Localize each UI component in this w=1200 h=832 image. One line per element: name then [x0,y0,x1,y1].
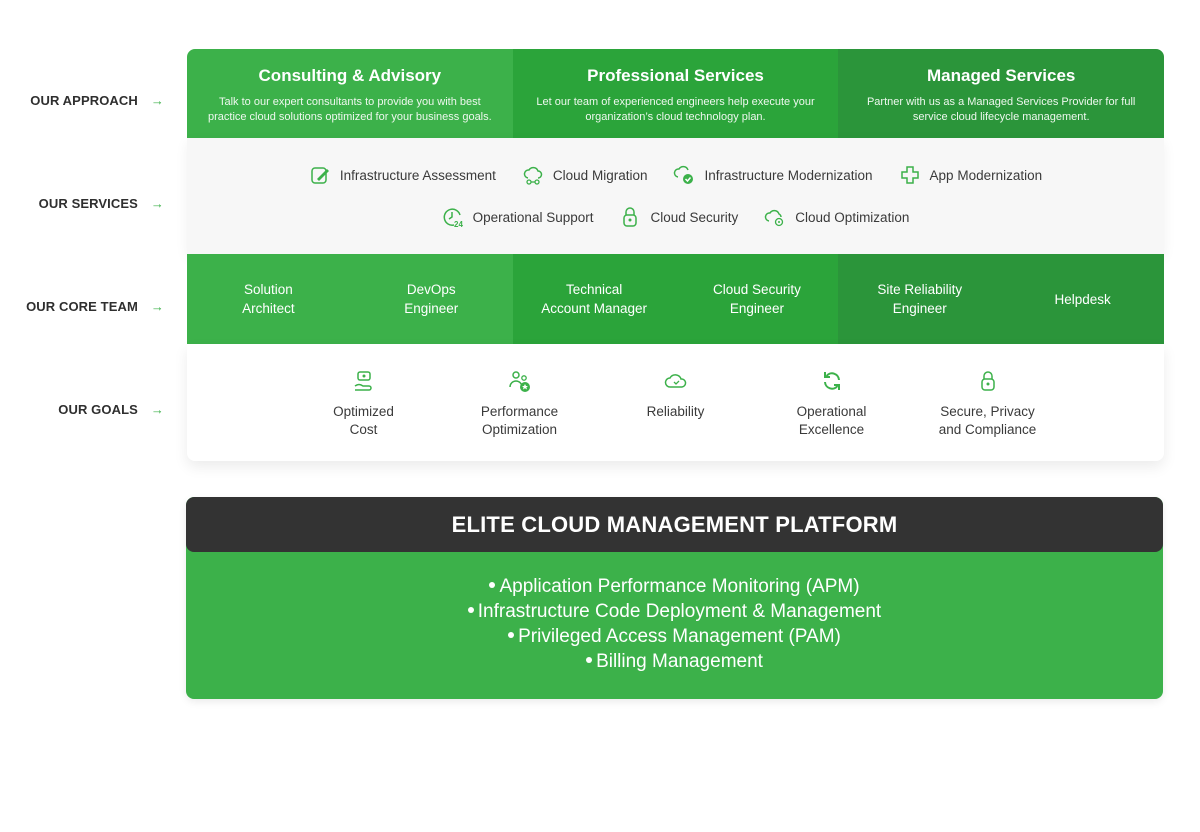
app-modernization-icon [899,164,921,186]
service-cloud-migration: Cloud Migration [522,164,647,186]
refresh-icon [754,368,910,394]
goal-performance-optimization: Performance Optimization [442,368,598,439]
cloud-migration-icon [522,164,544,186]
platform-title: ELITE CLOUD MANAGEMENT PLATFORM [186,497,1163,552]
team-member-site-reliability-engineer: Site Reliability Engineer [877,282,963,316]
bullet-icon [489,581,496,588]
performance-icon [442,368,598,394]
approach-title: Managed Services [927,66,1076,85]
cost-icon [286,368,442,394]
svg-text:24: 24 [454,220,463,228]
platform-feature-item: Billing Management [186,649,1163,674]
goal-optimized-cost: Optimized Cost [286,368,442,439]
team-member-solution-architect: Solution Architect [242,282,295,316]
platform-feature-list: Application Performance Monitoring (APM)… [186,574,1163,674]
service-infrastructure-modernization: Infrastructure Modernization [673,164,873,186]
service-cloud-security: Cloud Security [619,206,738,228]
team-member-helpdesk: Helpdesk [1054,291,1111,307]
team-member-devops-engineer: DevOps Engineer [404,282,459,316]
team-member-cloud-security-engineer: Cloud Security Engineer [713,282,801,316]
arrow-right-icon: → [150,298,164,314]
lock-icon [619,206,641,228]
row-label-approach: OUR APPROACH → [30,92,164,108]
approach-consulting: Consulting & Advisory Talk to our expert… [187,49,513,138]
goals-panel: Optimized Cost Performance Optimization … [187,344,1164,461]
goal-operational-excellence: Operational Excellence [754,368,910,439]
service-app-modernization: App Modernization [899,164,1042,186]
approach-panel: Consulting & Advisory Talk to our expert… [187,49,1164,138]
arrow-right-icon: → [150,195,164,211]
goal-reliability: Reliability [598,368,754,439]
approach-text: Talk to our expert consultants to provid… [207,96,492,123]
bullet-icon [508,631,515,638]
approach-text: Partner with us as a Managed Services Pr… [866,96,1136,123]
platform-feature-item: Infrastructure Code Deployment & Managem… [186,599,1163,624]
approach-title: Consulting & Advisory [258,66,442,85]
platform-panel: ELITE CLOUD MANAGEMENT PLATFORM Applicat… [186,497,1163,699]
approach-professional: Professional Services Let our team of ex… [512,49,839,138]
support-24-icon: 24 [442,206,464,228]
approach-text: Let our team of experienced engineers he… [536,96,815,123]
service-infrastructure-assessment: Infrastructure Assessment [309,164,496,186]
arrow-right-icon: → [150,92,164,108]
lock-icon [910,368,1066,394]
approach-managed: Managed Services Partner with us as a Ma… [838,49,1164,138]
reliability-cloud-icon [598,368,754,394]
core-team-panel: Solution Architect DevOps Engineer Techn… [187,254,1164,344]
service-operational-support: 24 Operational Support [442,206,593,228]
assessment-icon [309,164,331,186]
cloud-optimization-icon [764,206,786,228]
team-member-technical-account-manager: Technical Account Manager [541,282,647,316]
arrow-right-icon: → [150,401,164,417]
row-label-services: OUR SERVICES → [38,195,164,211]
services-panel: Infrastructure Assessment Cloud Migratio… [187,138,1164,254]
bullet-icon [586,656,593,663]
row-label-goals: OUR GOALS → [58,401,164,417]
row-label-core-team: OUR CORE TEAM → [26,298,164,314]
service-cloud-optimization: Cloud Optimization [764,206,909,228]
bullet-icon [467,606,474,613]
cloud-check-icon [673,164,695,186]
platform-feature-item: Application Performance Monitoring (APM) [186,574,1163,599]
platform-feature-item: Privileged Access Management (PAM) [186,624,1163,649]
approach-title: Professional Services [587,66,764,85]
goal-secure-privacy-compliance: Secure, Privacy and Compliance [910,368,1066,439]
